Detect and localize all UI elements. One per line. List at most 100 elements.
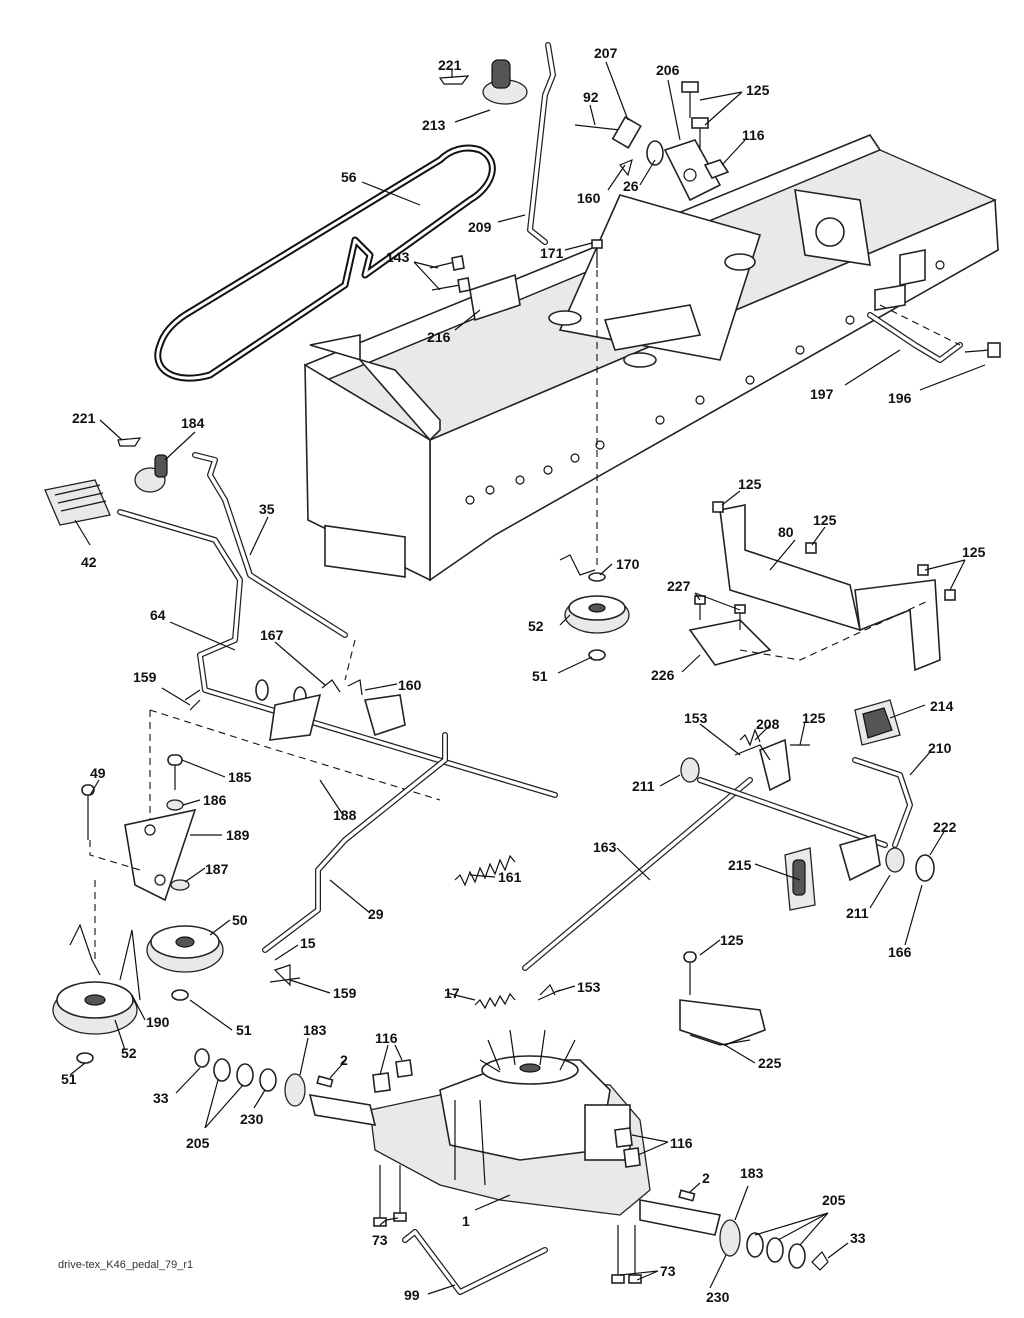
callout-210: 210 (928, 740, 952, 756)
callout-35: 35 (259, 501, 275, 517)
diagram-file-label: drive-tex_K46_pedal_79_r1 (58, 1259, 193, 1271)
callout-215: 215 (728, 857, 752, 873)
callout-labels: 221 213 207 206 125 92 116 56 160 26 209… (61, 45, 986, 1305)
callout-183b: 183 (740, 1165, 764, 1181)
callout-221a: 221 (438, 57, 462, 73)
callout-80: 80 (778, 524, 794, 540)
callout-52a: 52 (528, 618, 544, 634)
callout-51b: 51 (236, 1022, 252, 1038)
callout-26: 26 (623, 178, 639, 194)
callout-159a: 159 (133, 669, 157, 685)
callout-230a: 230 (240, 1111, 264, 1127)
callout-183a: 183 (303, 1022, 327, 1038)
bolt-171-part (591, 239, 603, 570)
callout-42: 42 (81, 554, 97, 570)
callout-189: 189 (226, 827, 250, 843)
callout-29: 29 (368, 906, 384, 922)
right-axle-hardware-part (611, 1127, 829, 1284)
callout-116c: 116 (670, 1135, 693, 1151)
idler-arm-bracket-part (81, 754, 197, 960)
callout-185: 185 (228, 769, 252, 785)
dashed-guide-188 (149, 709, 441, 840)
callout-230b: 230 (706, 1289, 730, 1305)
idler-pulley-upper-part (559, 554, 630, 661)
spring-161-part (454, 854, 516, 887)
callout-51c: 51 (61, 1071, 77, 1087)
callout-125c: 125 (813, 512, 837, 528)
callout-226: 226 (651, 667, 675, 683)
callout-64: 64 (150, 607, 166, 623)
callout-99: 99 (404, 1287, 420, 1303)
callout-73a: 73 (372, 1232, 388, 1248)
callout-170: 170 (616, 556, 640, 572)
callout-196: 196 (888, 390, 912, 406)
callout-205a: 205 (186, 1135, 210, 1151)
drive-belt-part (154, 144, 496, 382)
callout-159b: 159 (333, 985, 357, 1001)
callout-214: 214 (930, 698, 954, 714)
callout-49: 49 (90, 765, 106, 781)
rear-bracket-part (867, 304, 1001, 363)
clip-153-lower-part (537, 983, 561, 1001)
callout-15: 15 (300, 935, 316, 951)
callout-227: 227 (667, 578, 691, 594)
callout-209: 209 (468, 219, 492, 235)
callout-51a: 51 (532, 668, 548, 684)
callout-125a: 125 (746, 82, 770, 98)
callout-73b: 73 (660, 1263, 676, 1279)
lift-lever-part (438, 42, 556, 245)
callout-166: 166 (888, 944, 912, 960)
idler-pulley-lower-part (52, 923, 141, 1064)
callout-161: 161 (498, 869, 522, 885)
callout-221b: 221 (72, 410, 96, 426)
callout-225: 225 (758, 1055, 782, 1071)
pivot-bracket-part (574, 81, 730, 202)
callout-125b: 125 (738, 476, 762, 492)
callout-206: 206 (656, 62, 680, 78)
callout-92: 92 (583, 89, 599, 105)
spring-17-part (474, 992, 516, 1010)
callout-163: 163 (593, 839, 617, 855)
bypass-rod-99-part (402, 1229, 548, 1295)
callout-207: 207 (594, 45, 618, 61)
frame-part (303, 134, 999, 582)
callout-160b: 160 (398, 677, 422, 693)
callout-184: 184 (181, 415, 205, 431)
bracket-225-part (679, 951, 766, 1046)
callout-116b: 116 (375, 1030, 398, 1046)
callout-211a: 211 (632, 778, 655, 794)
callout-153b: 153 (577, 979, 601, 995)
callout-56: 56 (341, 169, 357, 185)
transaxle-part (308, 1029, 721, 1236)
control-rod-29-part (262, 732, 448, 987)
callout-216: 216 (427, 329, 451, 345)
callout-187: 187 (205, 861, 229, 877)
callout-222: 222 (933, 819, 957, 835)
pedal-mount-bracket-part (688, 501, 956, 672)
callout-190: 190 (146, 1014, 170, 1030)
callout-153a: 153 (684, 710, 708, 726)
callout-188: 188 (333, 807, 357, 823)
callout-2a: 2 (340, 1052, 348, 1068)
left-axle-hardware-part (194, 1048, 413, 1227)
callout-125e: 125 (802, 710, 826, 726)
callout-116a: 116 (742, 127, 765, 143)
callout-143: 143 (386, 249, 410, 265)
idler-pulley-50-part (146, 925, 224, 1001)
callout-197: 197 (810, 386, 834, 402)
callout-160a: 160 (577, 190, 601, 206)
callout-211b: 211 (846, 905, 869, 921)
leader-lines (69, 61, 986, 1295)
pedal-assembly-part (680, 699, 935, 911)
belt-guide-bracket-part (429, 255, 521, 322)
callout-125d: 125 (962, 544, 986, 560)
callout-171: 171 (540, 245, 564, 261)
callout-17: 17 (444, 985, 460, 1001)
callout-125f: 125 (720, 932, 744, 948)
callout-186: 186 (203, 792, 227, 808)
callout-213: 213 (422, 117, 446, 133)
callout-167: 167 (260, 627, 284, 643)
callout-1: 1 (462, 1213, 470, 1229)
callout-205b: 205 (822, 1192, 846, 1208)
